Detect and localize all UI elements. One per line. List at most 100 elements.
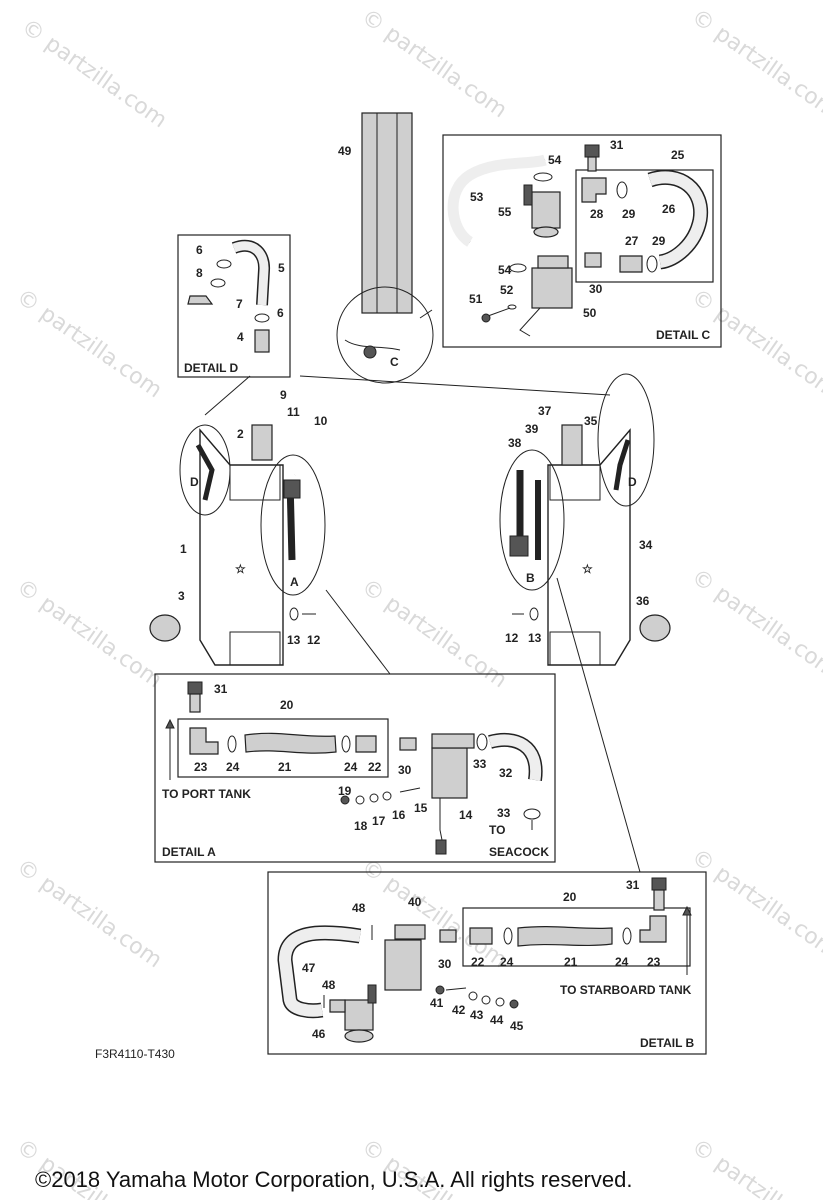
detail-c-callouts: 31 54 25 53 55 28 29 26 27 29 54 30 51 5… [469,138,685,320]
seacock-label: SEACOCK [489,845,549,859]
part-label: 42 [452,1003,466,1017]
watermark: © partzilla.com [12,284,167,403]
part-label: 19 [338,784,352,798]
detail-a-callouts: 31 20 23 24 21 24 22 30 33 32 19 15 18 1… [194,682,513,833]
part-label: 29 [622,207,636,221]
part-label: 13 [528,631,542,645]
circle-letter-d-left: D [190,475,199,489]
detail-c-title: DETAIL C [656,328,711,342]
copyright-notice: ©2018 Yamaha Motor Corporation, U.S.A. A… [35,1167,632,1192]
part-label: 31 [610,138,624,152]
part-label: 9 [280,388,287,402]
part-label: 52 [500,283,514,297]
part-label: 32 [499,766,513,780]
part-label: 21 [564,955,578,969]
part-49-assembly: 49 C [336,112,434,384]
part-label: 8 [196,266,203,280]
part-label: 24 [226,760,240,774]
watermark: © partzilla.com [12,574,167,693]
part-label: 44 [490,1013,504,1027]
watermark: © partzilla.com [357,4,512,123]
part-label: 23 [647,955,661,969]
to-starboard-tank-label: TO STARBOARD TANK [560,983,692,997]
part-label: 6 [196,243,203,257]
part-label: 10 [314,414,328,428]
main-callouts: 9 11 10 2 37 35 39 38 1 34 3 36 13 12 12… [178,388,653,647]
part-label: 47 [302,961,316,975]
part-label: 36 [636,594,650,608]
part-label: 38 [508,436,522,450]
watermark: © partzilla.com [357,574,512,693]
part-label: 7 [236,297,243,311]
part-label: 11 [287,405,300,419]
part-label: 31 [214,682,228,696]
detail-d-title: DETAIL D [184,361,239,375]
part-label: 30 [438,957,452,971]
part-label: 50 [583,306,597,320]
part-label: 12 [505,631,519,645]
part-label: 12 [307,633,321,647]
circle-letter-a: A [290,575,299,589]
watermark: © partzilla.com [687,4,823,123]
part-label: 48 [352,901,366,915]
part-label: 3 [178,589,185,603]
part-label: 22 [368,760,382,774]
part-label: 16 [392,808,406,822]
part-label: 2 [237,427,244,441]
part-label: 24 [344,760,358,774]
main-tank-assembly: ☆ ☆ D D A B [149,373,671,666]
part-label: 33 [497,806,511,820]
part-label: 55 [498,205,512,219]
part-label: 20 [563,890,577,904]
part-label: 21 [278,760,292,774]
part-label: 27 [625,234,639,248]
part-label: 24 [500,955,514,969]
part-label: 53 [470,190,484,204]
part-label: 25 [671,148,685,162]
part-label: 51 [469,292,483,306]
part-label: 54 [548,153,562,167]
part-label: 30 [398,763,412,777]
part-label: 35 [584,414,598,428]
watermark: © partzilla.com [687,844,823,963]
part-label: 48 [322,978,336,992]
part-label: 43 [470,1008,484,1022]
watermark-layer: © partzilla.com © partzilla.com © partzi… [12,4,823,1200]
watermark: © partzilla.com [17,14,172,133]
part-label: 20 [280,698,294,712]
part-label: 6 [277,306,284,320]
to-label: TO [489,823,505,837]
part-label: 33 [473,757,487,771]
part-label: 1 [180,542,187,556]
part-label: 23 [194,760,208,774]
to-port-tank-label: TO PORT TANK [162,787,251,801]
detail-b-panel: DETAIL B TO STARBOARD TANK [267,871,707,1055]
part-label: 45 [510,1019,524,1033]
part-label: 39 [525,422,539,436]
star-mark: ☆ [235,562,246,576]
part-label: 37 [538,404,552,418]
watermark: © partzilla.com [12,854,167,973]
part-label: 22 [471,955,485,969]
detail-a-title: DETAIL A [162,845,216,859]
part-label: 34 [639,538,653,552]
part-label: 46 [312,1027,326,1041]
watermark: © partzilla.com [687,284,823,403]
part-label: 49 [338,144,352,158]
part-label: 26 [662,202,676,216]
part-label: 30 [589,282,603,296]
detail-a-panel: DETAIL A TO PORT TANK 31 [154,673,556,863]
detail-d-panel: DETAIL D 6 5 8 7 6 4 [177,234,291,378]
part-label: 28 [590,207,604,221]
circle-letter-d-right: D [628,475,637,489]
circle-letter-b: B [526,571,535,585]
part-label: 31 [626,878,640,892]
detail-b-title: DETAIL B [640,1036,695,1050]
detail-c-panel: DETAIL C 31 54 25 [442,134,722,348]
part-label: 41 [430,996,444,1010]
part-label: 54 [498,263,512,277]
part-label: 14 [459,808,473,822]
part-label: 24 [615,955,629,969]
part-label: 13 [287,633,301,647]
